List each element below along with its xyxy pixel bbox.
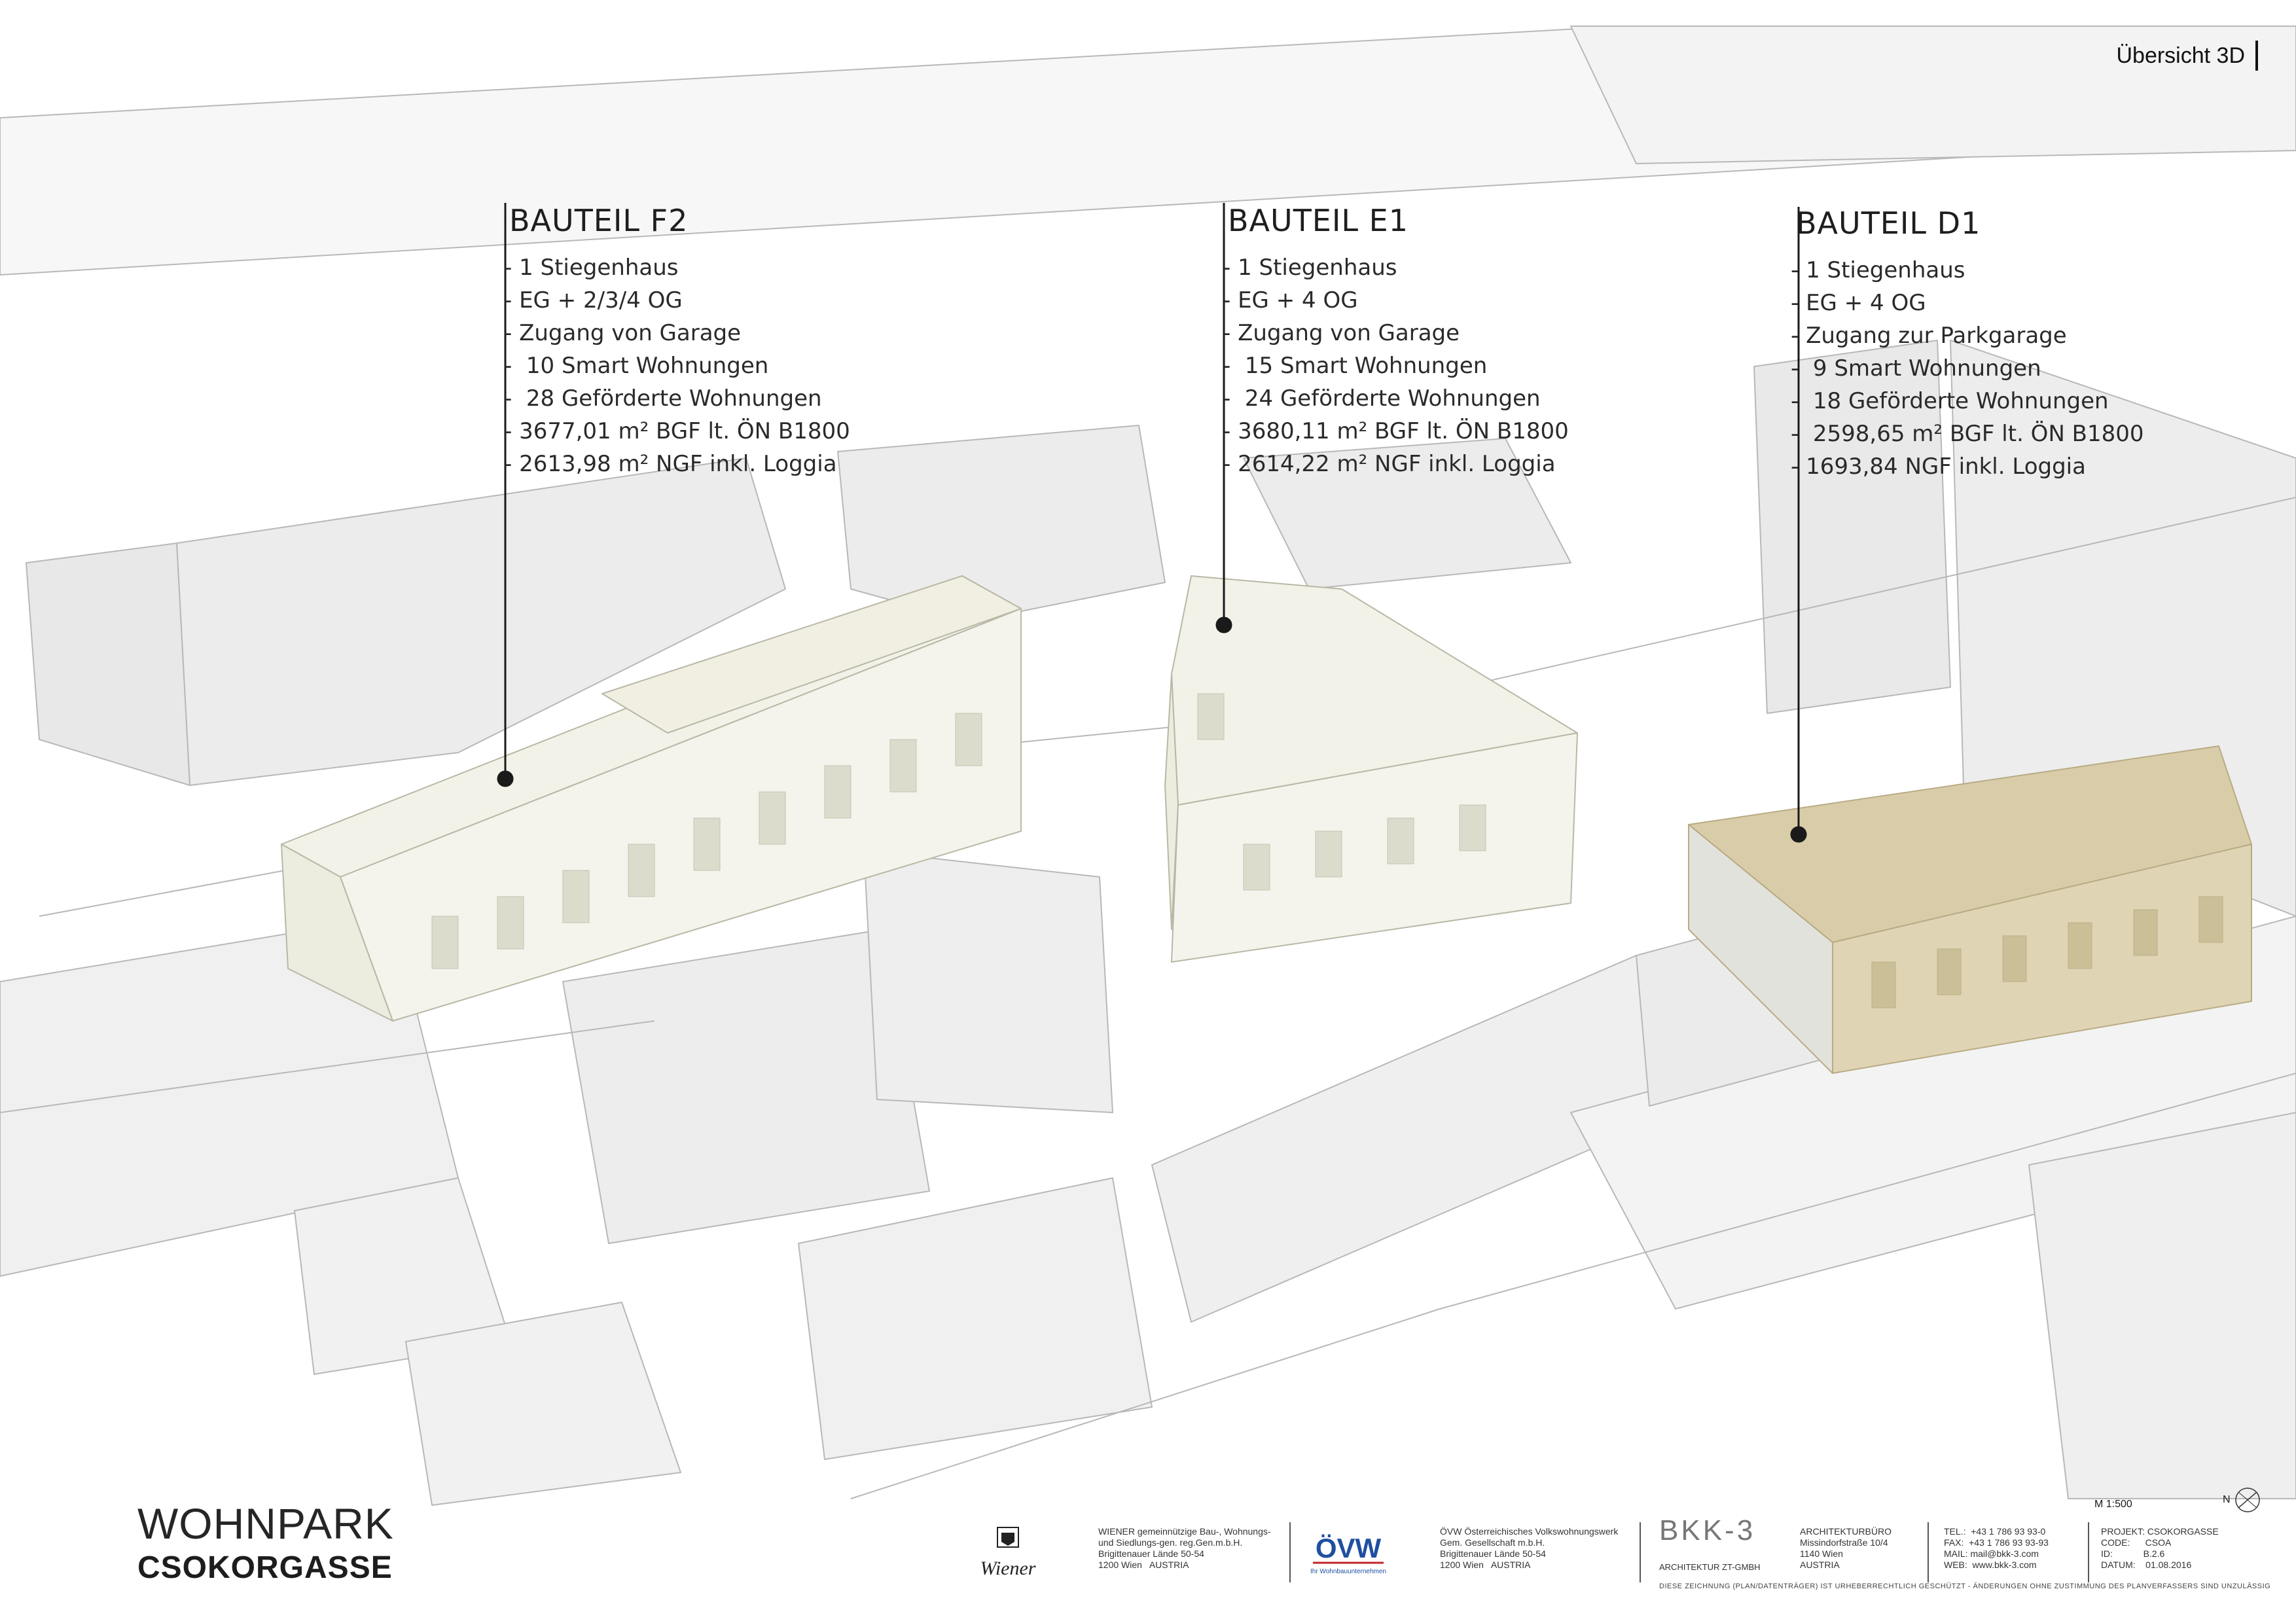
scale-label: M 1:500 [2094, 1499, 2132, 1510]
callout-e1-list: - 1 Stiegenhaus - EG + 4 OG - Zugang von… [1223, 251, 1569, 480]
north-arrow-icon [2235, 1488, 2260, 1512]
building-e1 [1164, 575, 1578, 963]
context-house-left2 [405, 1302, 681, 1506]
list-item: - 15 Smart Wohnungen [1223, 353, 1488, 379]
context-block-lower-right [2028, 1112, 2296, 1499]
list-item: - 28 Geförderte Wohnungen [504, 385, 822, 412]
list-item: - 3677,01 m² BGF lt. ÖN B1800 [504, 418, 850, 444]
building-f2 [281, 575, 1022, 1022]
list-item: - 1 Stiegenhaus [504, 255, 679, 281]
callout-f2-dot [497, 770, 514, 787]
wiener-address: WIENER gemeinnützige Bau-, Wohnungs- und… [1098, 1526, 1271, 1570]
callout-e1: BAUTEIL E1 - 1 Stiegenhaus - EG + 4 OG -… [1223, 203, 1569, 480]
callout-d1-title: BAUTEIL D1 [1796, 205, 1981, 241]
north-arrow: N [2223, 1486, 2262, 1514]
callout-d1-dot [1790, 826, 1807, 843]
list-item: - 24 Geförderte Wohnungen [1223, 385, 1541, 412]
list-item: - 18 Geförderte Wohnungen [1791, 388, 2109, 414]
callout-f2: BAUTEIL F2 - 1 Stiegenhaus - EG + 2/3/4 … [504, 203, 850, 480]
context-block-center-tall [863, 850, 1113, 1113]
callout-d1: BAUTEIL D1 - 1 Stiegenhaus - EG + 4 OG -… [1791, 205, 2144, 483]
bkk-subtitle: ARCHITEKTUR ZT-GMBH [1659, 1562, 1761, 1572]
context-road-line [850, 1073, 2296, 1499]
list-item: - EG + 4 OG [1791, 290, 1926, 316]
ovw-tagline: Ihr Wohnbauunternehmen [1310, 1568, 1386, 1575]
callout-f2-title: BAUTEIL F2 [509, 203, 689, 238]
building-d1-facade-side [1688, 824, 1833, 1074]
divider [2088, 1522, 2089, 1582]
wiener-logo-text: Wiener [980, 1558, 1036, 1579]
ovw-address: ÖVW Österreichisches Volkswohnungswerk G… [1440, 1526, 1619, 1570]
project-title: WOHNPARK CSOKORGASSE [137, 1499, 394, 1586]
context-block-bottom-center [798, 1177, 1153, 1460]
list-item: - 1693,84 NGF inkl. Loggia [1791, 454, 2086, 480]
building-f2-facade-side [281, 844, 393, 1022]
contact-details: TEL.: +43 1 786 93 93-0 FAX: +43 1 786 9… [1944, 1526, 2049, 1570]
callout-d1-list: - 1 Stiegenhaus - EG + 4 OG - Zugang zur… [1791, 254, 2144, 483]
list-item: - 1 Stiegenhaus [1791, 257, 1965, 283]
context-block-top-right [1570, 26, 2296, 164]
sheet-title: Übersicht 3D [2116, 41, 2258, 71]
ovw-logo: ÖVW Ihr Wohnbauunternehmen [1310, 1533, 1386, 1575]
context-block-mid2 [1243, 438, 1571, 590]
list-item: - Zugang zur Parkgarage [1791, 323, 2067, 349]
north-label: N [2223, 1494, 2231, 1506]
project-meta: PROJEKT: CSOKORGASSE CODE: CSOA ID: B.2.… [2101, 1526, 2219, 1570]
list-item: - EG + 4 OG [1223, 287, 1358, 313]
building-e1-facade-left [1164, 673, 1179, 930]
office-address: ARCHITEKTURBÜRO Missindorfstraße 10/4 11… [1800, 1526, 1892, 1570]
list-item: - 2614,22 m² NGF inkl. Loggia [1223, 451, 1556, 477]
list-item: - Zugang von Garage [1223, 320, 1460, 346]
context-block-left-wall [26, 543, 190, 786]
callout-e1-dot [1215, 616, 1232, 633]
list-item: - 1 Stiegenhaus [1223, 255, 1397, 281]
wiener-logo: Wiener [980, 1527, 1036, 1579]
callout-e1-title: BAUTEIL E1 [1228, 203, 1409, 238]
list-item: - 2598,65 m² BGF lt. ÖN B1800 [1791, 421, 2144, 447]
building-e1-facade-front [1171, 732, 1578, 963]
building-d1 [1688, 745, 2252, 1074]
context-block-mid [837, 425, 1166, 622]
list-item: - Zugang von Garage [504, 320, 742, 346]
list-item: - 9 Smart Wohnungen [1791, 355, 2041, 382]
divider [1928, 1522, 1929, 1582]
callout-f2-list: - 1 Stiegenhaus - EG + 2/3/4 OG - Zugang… [504, 251, 850, 480]
list-item: - 3680,11 m² BGF lt. ÖN B1800 [1223, 418, 1569, 444]
footer: Wiener WIENER gemeinnützige Bau-, Wohnun… [956, 1514, 2270, 1591]
bkk-logo: BKK-3 [1659, 1514, 1756, 1546]
divider [1289, 1522, 1291, 1582]
copyright-notice: DIESE ZEICHNUNG (PLAN/DATENTRÄGER) IST U… [1659, 1582, 2271, 1590]
project-title-line2: CSOKORGASSE [137, 1550, 393, 1585]
ovw-logo-text: ÖVW [1316, 1533, 1382, 1563]
context-tower-right [1753, 340, 1951, 714]
context-road-line [0, 1020, 655, 1113]
list-item: - EG + 2/3/4 OG [504, 287, 683, 313]
list-item: - 10 Smart Wohnungen [504, 353, 769, 379]
context-block-center-low [562, 929, 930, 1244]
list-item: - 2613,98 m² NGF inkl. Loggia [504, 451, 837, 477]
project-title-line1: WOHNPARK [137, 1499, 394, 1548]
divider [1640, 1522, 1641, 1582]
